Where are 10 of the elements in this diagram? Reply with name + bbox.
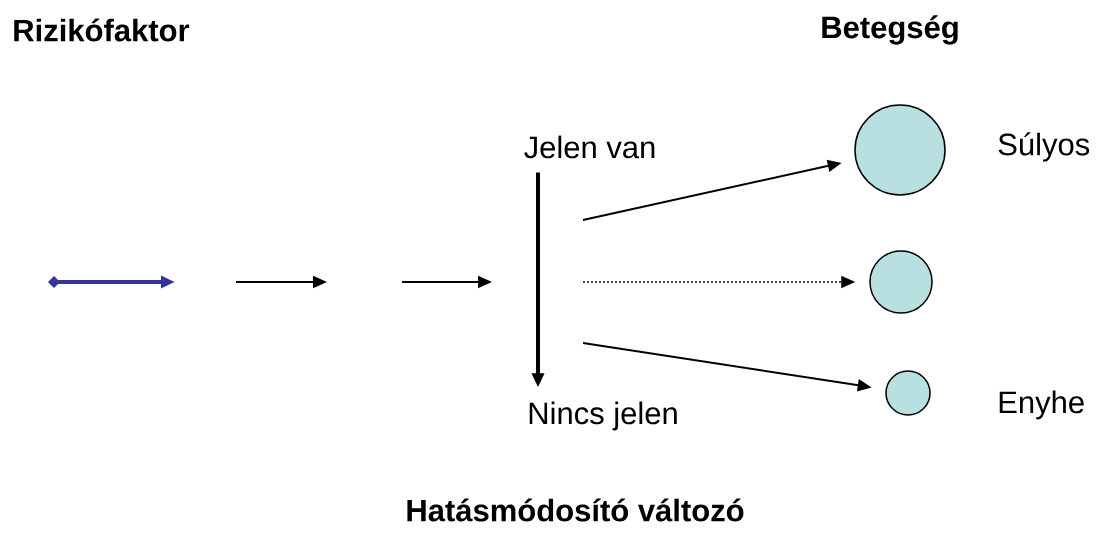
heading: Hatásmódosító változó (407, 498, 744, 522)
state-label: Jelen van (524, 135, 655, 159)
severity-label: Súlyos (998, 132, 1090, 162)
circle (869, 250, 933, 314)
state-label: Nincs jelen (529, 401, 677, 431)
circle (854, 104, 946, 196)
circle (885, 370, 931, 416)
heading: Betegség (822, 15, 958, 45)
severity-label: Enyhe (999, 390, 1084, 420)
heading: Rizikófaktor (14, 18, 190, 42)
